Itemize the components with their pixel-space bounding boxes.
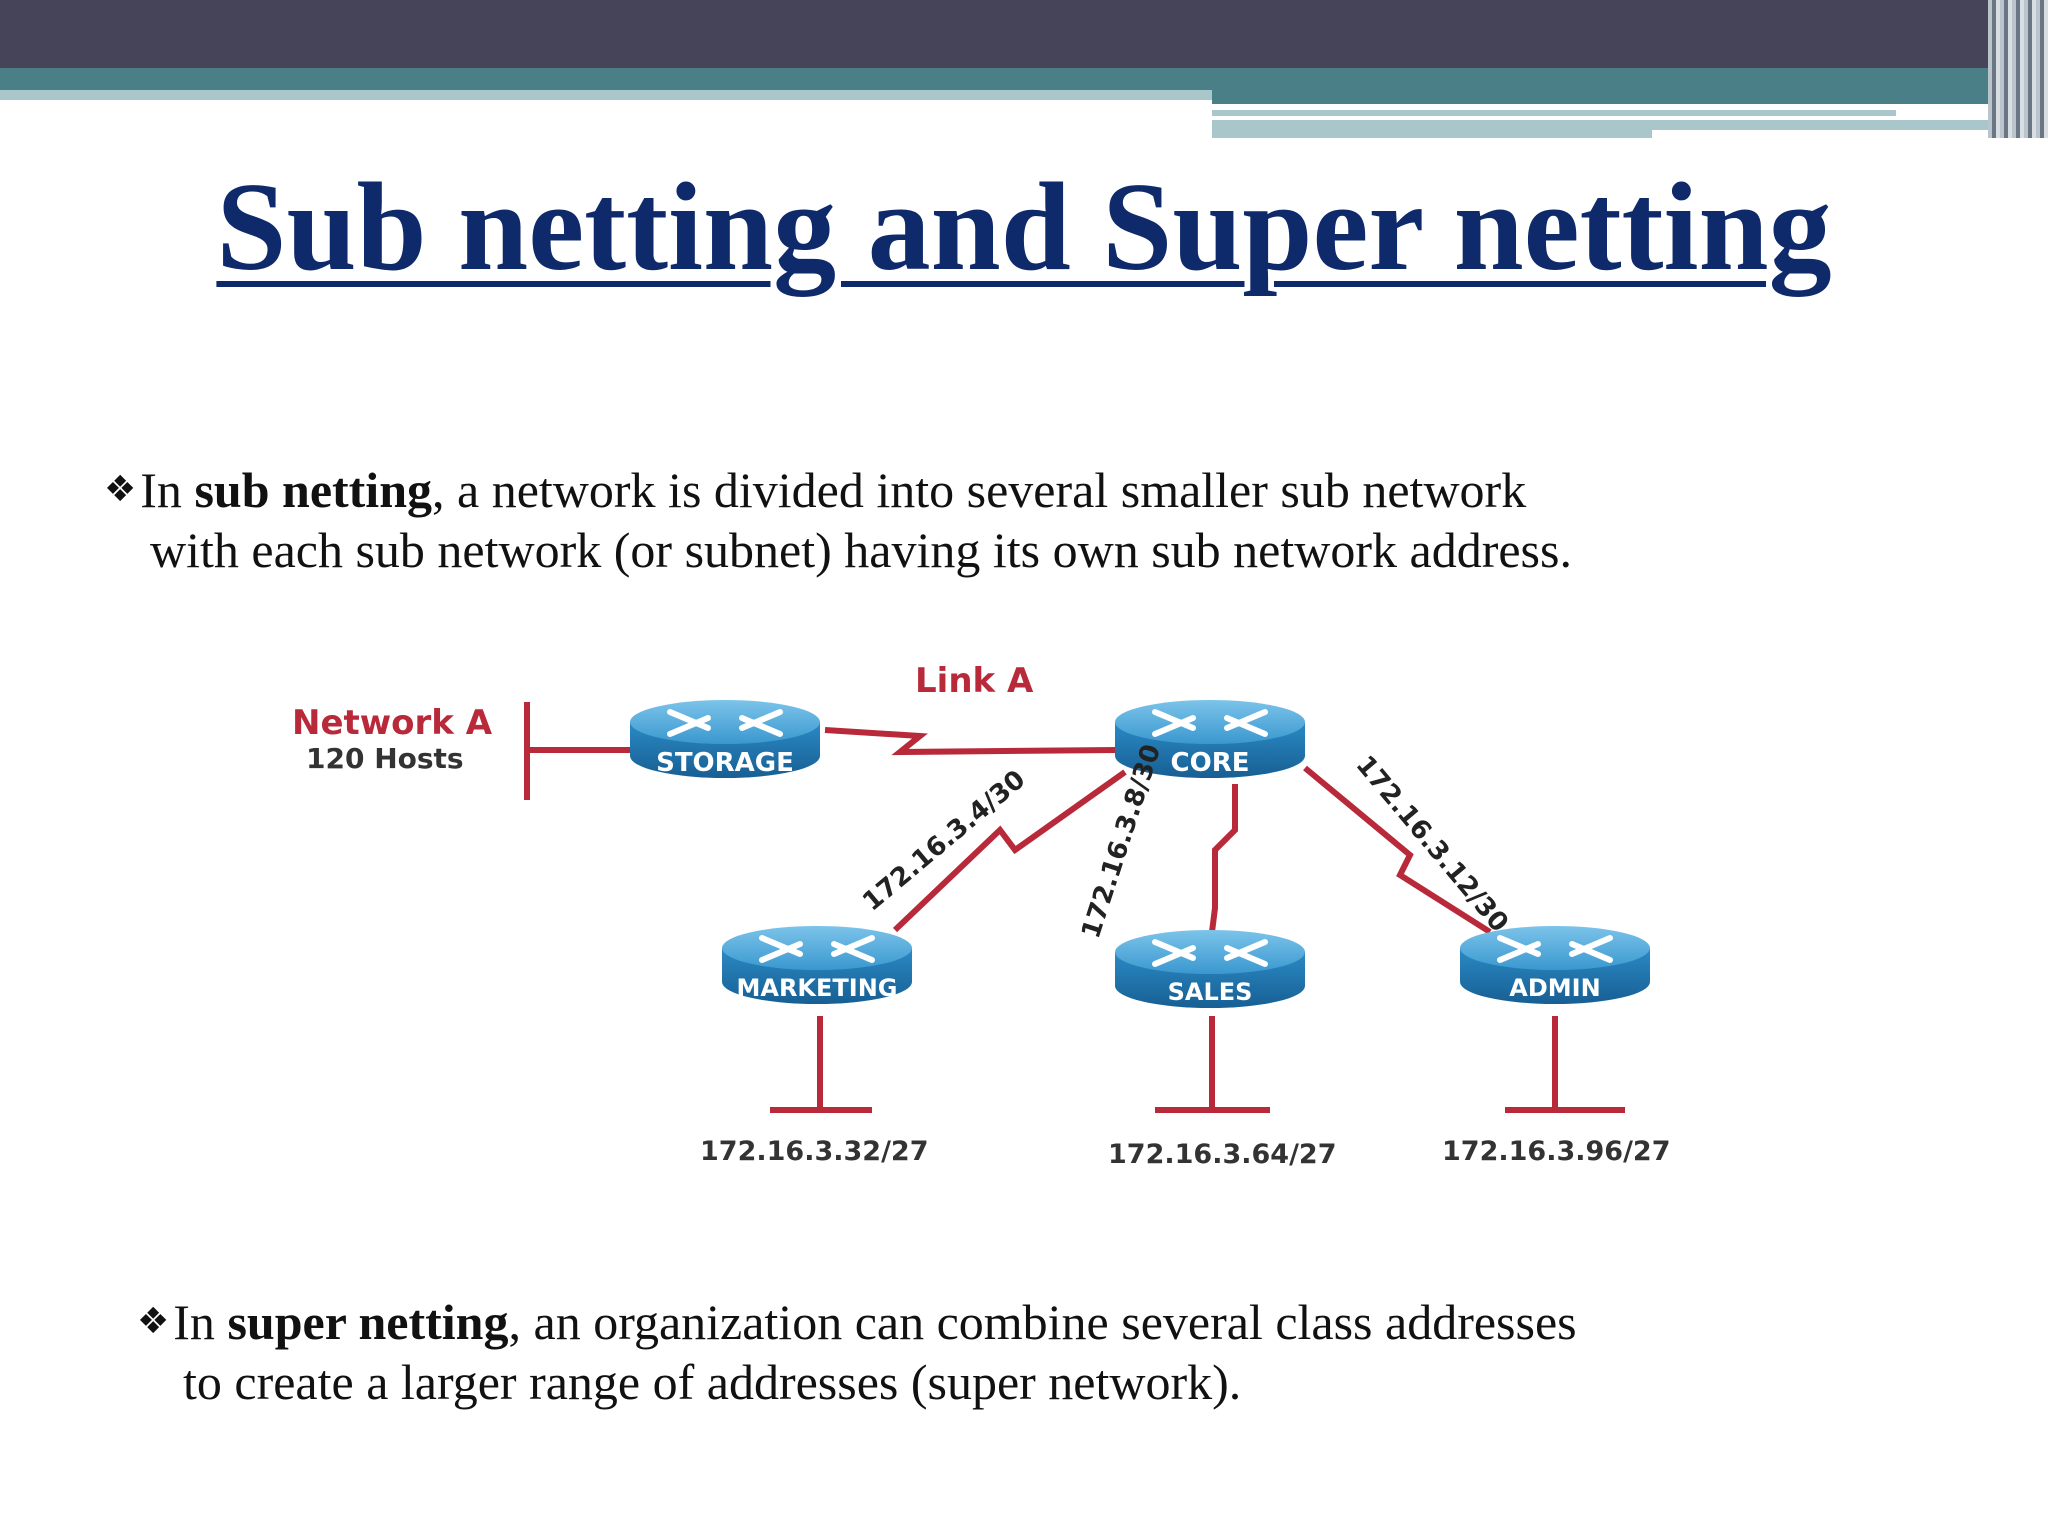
bullet-subnetting: ❖In sub netting, a network is divided in… — [104, 460, 1572, 580]
link-core-sales — [1209, 784, 1238, 933]
link-core-marketing — [892, 769, 1127, 933]
bullet-supernetting: ❖In super netting, an organization can c… — [137, 1292, 1577, 1412]
router-marketing-icon: MARKETING — [722, 926, 912, 1004]
router-marketing-label: MARKETING — [736, 974, 897, 1002]
lan-admin-label: 172.16.3.96/27 — [1442, 1136, 1671, 1167]
router-admin-icon: ADMIN — [1460, 926, 1650, 1004]
router-sales-label: SALES — [1168, 978, 1253, 1006]
router-core-label: CORE — [1171, 748, 1250, 778]
header-bar-light — [0, 90, 1212, 100]
lan-marketing-label: 172.16.3.32/27 — [700, 1136, 929, 1167]
bullet-term: sub netting — [194, 462, 433, 518]
header-bar-right — [1212, 90, 2048, 104]
bullet-prefix: In — [140, 462, 195, 518]
network-diagram: STORAGE CORE MARKETING SALES ADMIN Netwo… — [292, 661, 1671, 1170]
header-stripes — [1988, 0, 2048, 138]
header-bar-right-gap — [1652, 130, 2048, 138]
bullet-text-line2: with each sub network (or subnet) having… — [150, 522, 1572, 578]
router-sales-icon: SALES — [1115, 930, 1305, 1008]
bullet-text: , a network is divided into several smal… — [432, 462, 1527, 518]
router-core-icon: CORE — [1115, 700, 1305, 778]
slide-title: Sub netting and Super netting — [216, 158, 1832, 297]
header-bar-dark — [0, 0, 2048, 68]
bullet-prefix: In — [173, 1294, 228, 1350]
lan-sales-label: 172.16.3.64/27 — [1108, 1139, 1337, 1170]
bullet-term: super netting — [227, 1294, 509, 1350]
link-storage-core — [824, 727, 1119, 756]
diamond-bullet-icon: ❖ — [137, 1301, 170, 1342]
router-storage-label: STORAGE — [656, 748, 794, 778]
header-bar-teal — [0, 68, 2048, 90]
link-a-label: Link A — [915, 661, 1034, 701]
router-storage-icon: STORAGE — [630, 700, 820, 778]
network-a-hosts: 120 Hosts — [306, 742, 464, 775]
diamond-bullet-icon: ❖ — [104, 469, 137, 510]
router-admin-label: ADMIN — [1509, 974, 1600, 1002]
bullet-text-line2: to create a larger range of addresses (s… — [183, 1354, 1242, 1410]
header-bar-right-line — [1212, 110, 1896, 116]
link-core-admin — [1303, 765, 1492, 935]
bullet-text: , an organization can combine several cl… — [508, 1294, 1577, 1350]
network-a-label: Network A — [292, 703, 493, 743]
link-core-admin-label: 172.16.3.12/30 — [1350, 750, 1514, 938]
network-links — [524, 702, 1625, 1113]
